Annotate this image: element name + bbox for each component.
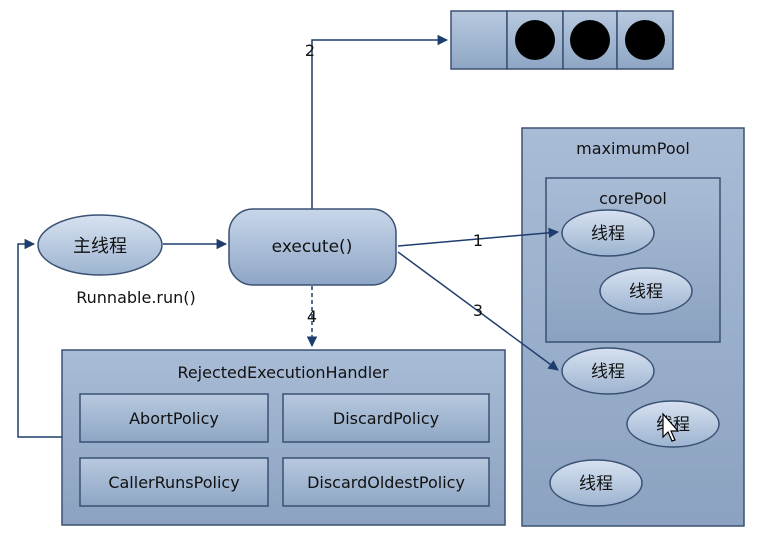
max-thread-3: 线程 [549, 459, 643, 507]
core-thread-1-label: 线程 [591, 224, 625, 244]
connectors [17, 34, 560, 438]
execute-node: execute() [228, 208, 397, 286]
discard-oldest-policy: DiscardOldestPolicy [282, 457, 490, 507]
caller-runs-policy-label: CallerRunsPolicy [108, 473, 239, 492]
discard-policy-label: DiscardPolicy [333, 409, 439, 428]
caller-runs-policy: CallerRunsPolicy [79, 457, 269, 507]
max-thread-1-label: 线程 [591, 362, 625, 382]
abort-policy-label: AbortPolicy [129, 409, 219, 428]
arrow-label-1: 1 [473, 231, 483, 250]
discard-oldest-policy-label: DiscardOldestPolicy [307, 473, 465, 492]
abort-policy: AbortPolicy [79, 393, 269, 443]
max-thread-1: 线程 [561, 347, 655, 395]
arrow-execute-to-core [397, 227, 560, 247]
rejected-execution-handler: RejectedExecutionHandler AbortPolicy Dis… [61, 349, 506, 526]
core-pool: corePool 线程 线程 [545, 177, 721, 343]
maximum-pool: maximumPool corePool 线程 线程 线程 线程 线程 [521, 127, 745, 527]
core-pool-title: corePool [599, 189, 667, 208]
runnable-run-caption: Runnable.run() [76, 288, 196, 307]
queued-task-dot [515, 20, 555, 60]
arrow-execute-to-max [397, 251, 559, 371]
discard-policy: DiscardPolicy [282, 393, 490, 443]
queue-slot-empty [450, 10, 508, 70]
main-thread: 主线程 [37, 214, 163, 276]
rejected-handler-title: RejectedExecutionHandler [177, 363, 389, 382]
execute-label: execute() [272, 237, 353, 257]
arrow-label-2: 2 [305, 41, 315, 60]
core-thread-1: 线程 [561, 209, 655, 257]
core-thread-2: 线程 [599, 267, 693, 315]
queued-task-dot [625, 20, 665, 60]
maximum-pool-title: maximumPool [576, 139, 690, 158]
arrow-label-4: 4 [307, 307, 317, 326]
max-thread-3-label: 线程 [579, 474, 613, 494]
queued-task-dot [570, 20, 610, 60]
task-queue [450, 10, 674, 70]
core-thread-2-label: 线程 [629, 282, 663, 302]
arrow-execute-to-queue [311, 34, 449, 210]
main-thread-label: 主线程 [73, 236, 127, 257]
arrow-label-3: 3 [473, 301, 483, 320]
mouse-pointer-icon [662, 412, 680, 442]
arrow-rejected-to-main [17, 238, 62, 438]
